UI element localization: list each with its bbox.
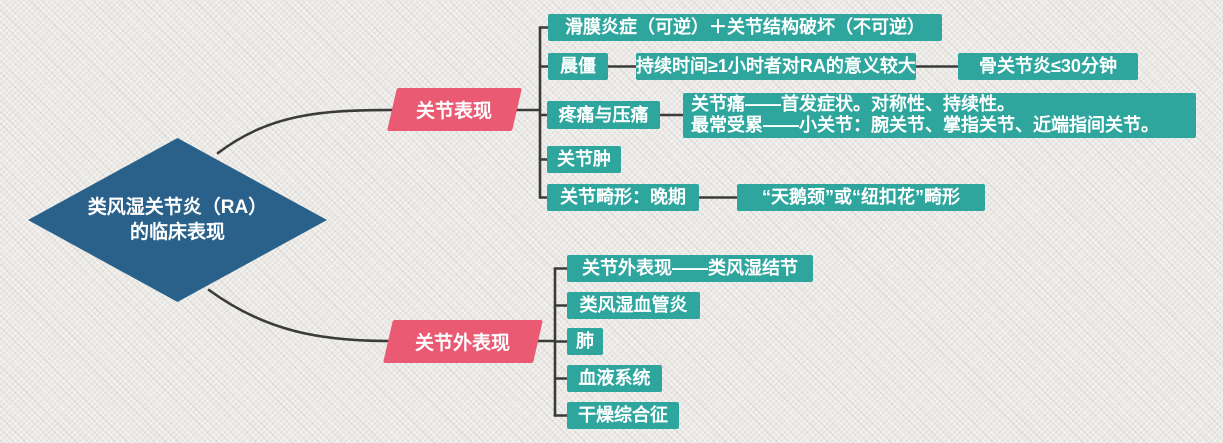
root-node-line2: 的临床表现 <box>129 222 225 243</box>
topic-stiffness-duration[interactable]: 持续时间≥1小时者对RA的意义较大 <box>636 53 916 80</box>
topic-joint-pain-detail[interactable]: 关节痛——首发症状。对称性、持续性。 最常受累——小关节：腕关节、掌指关节、近端… <box>683 93 1196 138</box>
topic-osteoarthritis-duration[interactable]: 骨关节炎≤30分钟 <box>958 53 1138 80</box>
topic-pain-tenderness[interactable]: 疼痛与压痛 <box>547 101 660 129</box>
branch-label: 关节表现 <box>416 101 493 122</box>
topic-synovitis[interactable]: 滑膜炎症（可逆）＋关节结构破坏（不可逆） <box>548 14 942 41</box>
topic-morning-stiffness[interactable]: 晨僵 <box>548 53 608 80</box>
topic-deformity-types[interactable]: “天鹅颈”或“纽扣花”畸形 <box>737 184 985 211</box>
topic-lung[interactable]: 肺 <box>567 328 603 355</box>
curve-root-to-joint <box>216 108 396 155</box>
topic-blood-system[interactable]: 血液系统 <box>567 365 662 392</box>
topic-joint-deformity[interactable]: 关节畸形：晚期 <box>547 184 699 211</box>
topic-rheumatoid-nodules[interactable]: 关节外表现——类风湿结节 <box>567 255 813 282</box>
topic-joint-pain-detail-line2: 最常受累——小关节：腕关节、掌指关节、近端指间关节。 <box>691 115 1159 135</box>
root-node-line1: 类风湿关节炎（RA） <box>87 197 268 218</box>
topic-rheumatoid-vasculitis[interactable]: 类风湿血管炎 <box>567 292 700 319</box>
topic-joint-pain-detail-line1: 关节痛——首发症状。对称性、持续性。 <box>691 94 1015 114</box>
branch-node-extra-articular[interactable]: 关节外表现 <box>383 320 543 363</box>
branch-node-joint-manifestations[interactable]: 关节表现 <box>387 88 522 131</box>
topic-joint-swelling[interactable]: 关节肿 <box>547 146 621 173</box>
curve-root-to-extra <box>207 288 391 343</box>
branch-label: 关节外表现 <box>415 333 511 354</box>
topic-sjogren-syndrome[interactable]: 干燥综合征 <box>567 402 679 429</box>
